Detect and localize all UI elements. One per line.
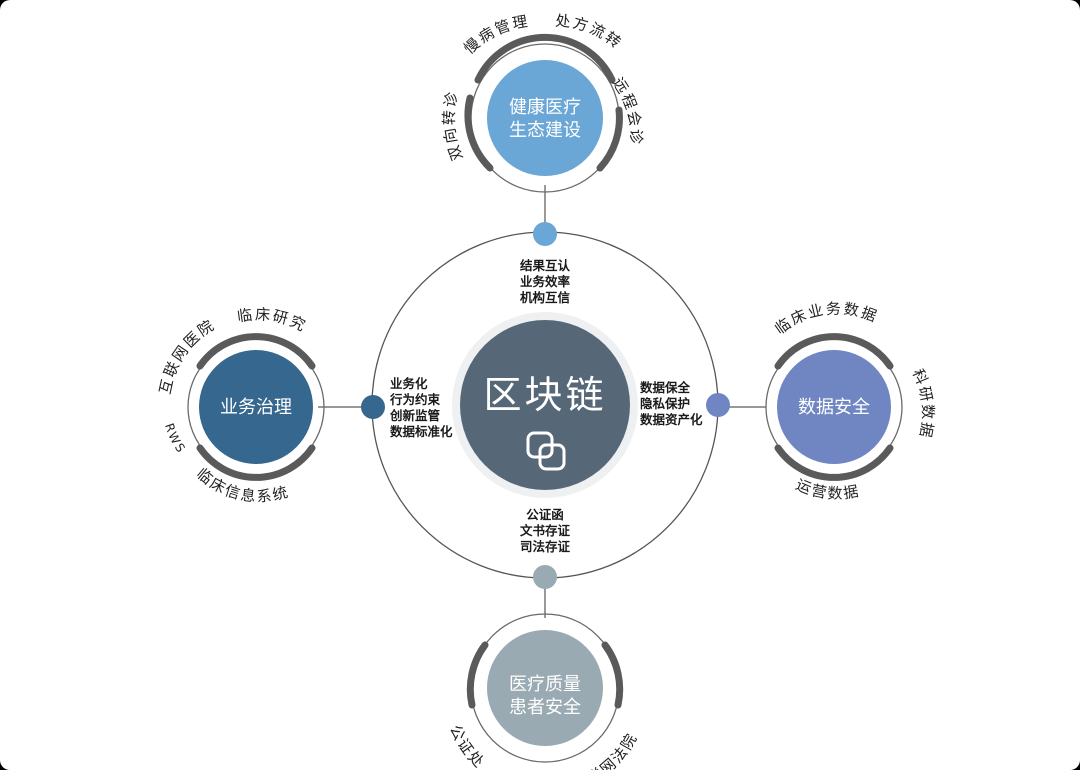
node-top-circle <box>487 60 603 176</box>
node-top-arc <box>596 106 623 172</box>
node-left: 业务治理 互联网医院 临床研究 RWS 临床信息系统 <box>156 305 325 506</box>
feature-text: 行为约束 <box>389 392 441 407</box>
node-bottom-title-2: 患者安全 <box>509 697 581 718</box>
node-bottom-arc <box>601 641 624 709</box>
node-top-arc <box>474 33 616 84</box>
features-right: 数据保全 隐私保护 数据资产化 <box>639 380 703 427</box>
center-circle <box>460 320 630 490</box>
node-left-tag: RWS <box>162 421 189 456</box>
feature-text: 业务效率 <box>520 274 571 289</box>
features-left: 业务化 行为约束 创新监管 数据标准化 <box>389 376 453 439</box>
feature-text: 机构互信 <box>520 290 571 305</box>
node-right-tag: 临床业务数据 <box>772 300 881 338</box>
node-right-circle <box>777 350 891 464</box>
node-top-tag: 慢病管理 <box>460 12 530 58</box>
node-top: 健康医疗 生态建设 双向转诊 慢病管理 处方流转 远程会诊 <box>440 12 643 193</box>
node-bottom: 医疗质量 患者安全 公证处 互联网法院 <box>446 613 641 770</box>
node-top-tag: 双向转诊 <box>440 89 466 163</box>
orbit-dot-right <box>706 393 730 417</box>
node-top-title-1: 健康医疗 <box>509 97 581 118</box>
center-title: 区块链 <box>483 373 606 417</box>
node-bottom-tag: 公证处 <box>446 722 489 770</box>
feature-text: 数据标准化 <box>389 424 453 439</box>
feature-text: 数据保全 <box>639 380 691 395</box>
node-right-title: 数据安全 <box>798 397 870 418</box>
node-bottom-arc <box>466 641 489 709</box>
node-right-arc <box>774 333 894 370</box>
node-top-arc <box>464 94 494 172</box>
feature-text: 创新监管 <box>389 408 440 423</box>
feature-text: 公证函 <box>526 507 564 522</box>
feature-text: 业务化 <box>390 376 428 391</box>
feature-text: 司法存证 <box>520 539 571 554</box>
node-bottom-tag: 互联网法院 <box>570 729 641 770</box>
feature-text: 结果互认 <box>520 258 571 273</box>
orbit-dot-left <box>361 395 385 419</box>
node-right-tag: 科研数据 <box>909 366 937 440</box>
features-bottom: 公证函 文书存证 司法存证 <box>520 507 571 554</box>
node-left-title: 业务治理 <box>220 397 292 418</box>
node-left-tag: 临床研究 <box>236 305 310 335</box>
node-left-arc <box>196 333 316 370</box>
orbit-dot-top <box>533 222 557 246</box>
feature-text: 文书存证 <box>520 523 571 538</box>
node-left-circle <box>199 350 313 464</box>
features-top: 结果互认 业务效率 机构互信 <box>520 258 571 305</box>
feature-text: 隐私保护 <box>640 396 690 411</box>
node-top-title-2: 生态建设 <box>509 120 581 141</box>
node-right: 数据安全 临床业务数据 科研数据 运营数据 <box>765 300 937 503</box>
link-squares-icon <box>526 431 566 471</box>
center-core: 区块链 <box>452 312 638 498</box>
node-bottom-circle <box>487 630 603 746</box>
node-left-arc <box>196 444 316 481</box>
orbit-dot-bottom <box>533 565 557 589</box>
node-right-arc <box>774 444 894 481</box>
feature-text: 数据资产化 <box>639 412 703 427</box>
node-bottom-title-1: 医疗质量 <box>509 674 581 695</box>
